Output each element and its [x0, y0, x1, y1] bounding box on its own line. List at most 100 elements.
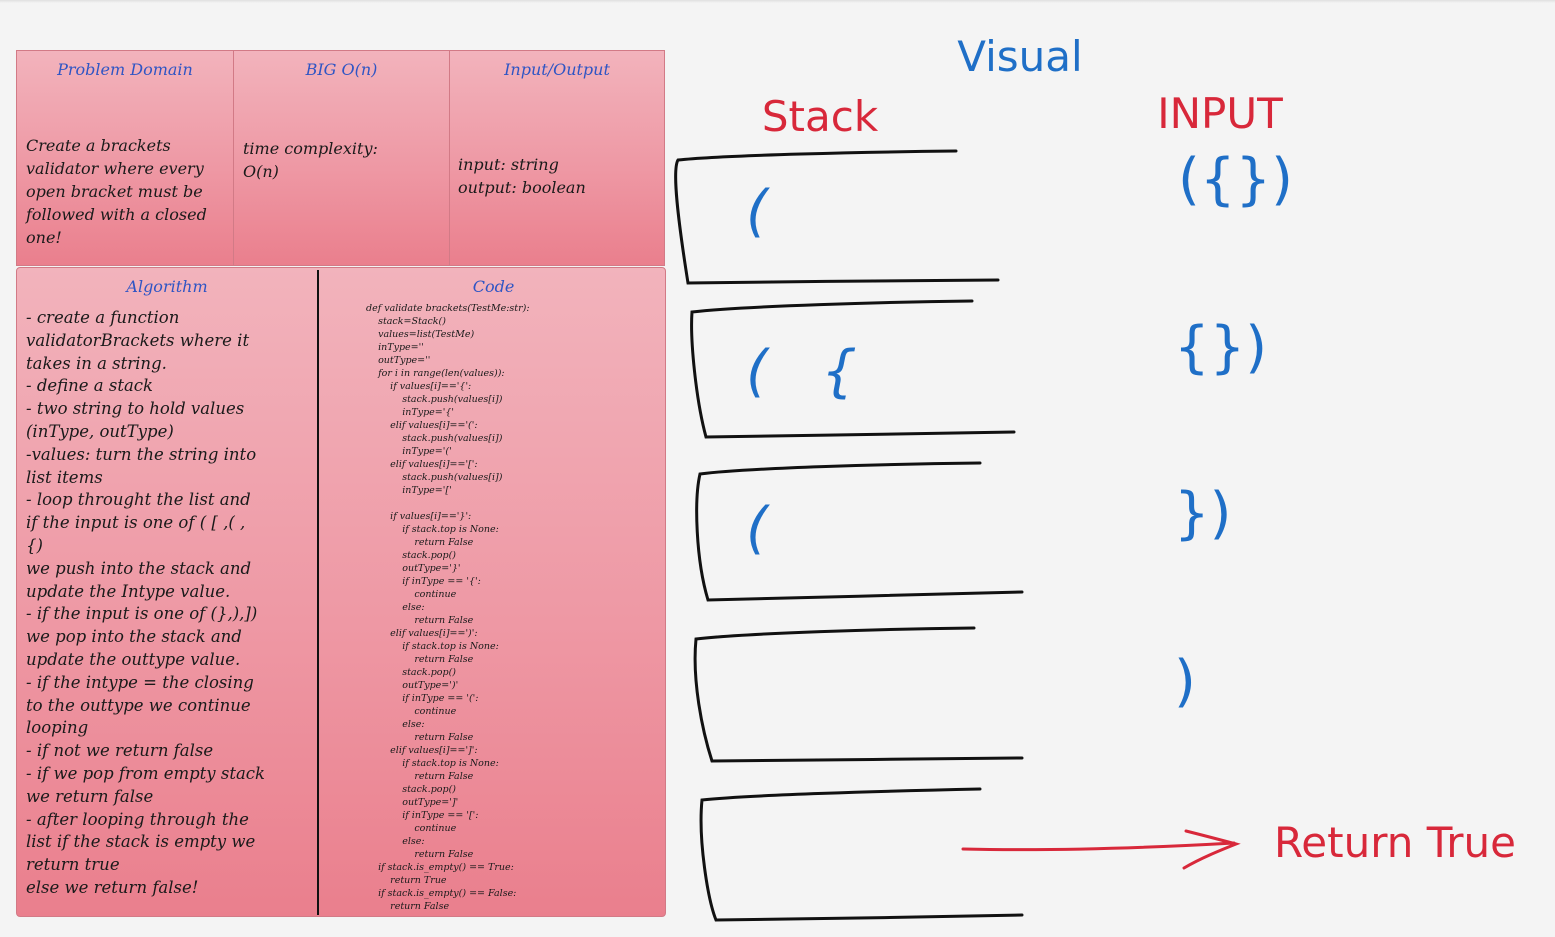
algorithm-line: - if not we return false	[26, 741, 214, 761]
input-output-card: Input/Output input: string output: boole…	[449, 50, 665, 266]
code-line: if inType == '{':	[366, 576, 481, 587]
algorithm-line: we return false	[26, 786, 154, 806]
code-line: return False	[366, 849, 474, 860]
code-line: return False	[366, 901, 450, 912]
code-line: else:	[366, 602, 425, 613]
algorithm-line: - define a stack	[26, 376, 154, 396]
code-line: return False	[366, 537, 474, 548]
code-line: outType=')'	[366, 680, 459, 691]
problem-domain-card: Problem Domain Create a brackets validat…	[16, 50, 234, 266]
input-output-text: input: string output: boolean	[458, 153, 586, 199]
big-o-text: time complexity: O(n)	[243, 137, 378, 183]
algorithm-line: - if the input is one of (},),])	[26, 604, 258, 624]
code-line: continue	[366, 823, 457, 834]
code-line: else:	[366, 836, 425, 847]
code-line: elif values[i]==']':	[366, 745, 478, 756]
code-line: inType='{'	[366, 407, 455, 418]
code-line: outType=']'	[366, 797, 459, 808]
algorithm-line: to the outtype we continue	[26, 695, 251, 715]
algorithm-line: (inType, outType)	[26, 421, 174, 441]
big-o-card: BIG O(n) time complexity: O(n)	[233, 50, 450, 266]
algorithm-line: - if we pop from empty stack	[26, 763, 266, 783]
code-text: def validate brackets(TestMe:str): stack…	[366, 302, 530, 913]
code-line: if stack.is_empty() == False:	[366, 888, 517, 899]
code-line: stack.pop()	[366, 784, 456, 795]
code-line: outType='}'	[366, 563, 461, 574]
code-line: inType='['	[366, 485, 452, 496]
code-line: if stack.is_empty() == True:	[366, 862, 514, 873]
code-line: if values[i]=='}':	[366, 511, 472, 522]
text-line: O(n)	[243, 162, 279, 181]
stack-box-2	[690, 299, 1016, 439]
algorithm-line: update the Intype value.	[26, 581, 231, 601]
code-line: return False	[366, 771, 474, 782]
input-label: INPUT	[1157, 89, 1283, 138]
code-line: continue	[366, 706, 457, 717]
code-line: if values[i]=='{':	[366, 381, 472, 392]
code-line: def validate brackets(TestMe:str):	[366, 303, 530, 314]
algorithm-line: - loop throught the list and	[26, 490, 251, 510]
problem-domain-text: Create a brackets validator where every …	[26, 134, 207, 249]
code-line: if inType == '[':	[366, 810, 479, 821]
text-line: open bracket must be	[26, 182, 203, 201]
input-step-1: ({})	[1178, 147, 1293, 212]
stack-content-3: (	[746, 496, 770, 561]
code-line: return False	[366, 615, 474, 626]
code-line: if stack.top is None:	[366, 641, 499, 652]
input-step-2: {})	[1174, 315, 1267, 380]
algorithm-line: if the input is one of ( [ ,( ,	[26, 513, 246, 533]
code-line: stack.push(values[i])	[366, 394, 503, 405]
algorithm-line: else we return false!	[26, 877, 199, 897]
code-line: for i in range(len(values)):	[366, 368, 505, 379]
code-line: values=list(TestMe)	[366, 329, 475, 340]
stack-content-1: (	[746, 179, 770, 244]
algorithm-line: update the outtype value.	[26, 649, 241, 669]
algorithm-line: we pop into the stack and	[26, 627, 242, 647]
code-line: stack.push(values[i])	[366, 433, 503, 444]
algorithm-line: -values: turn the string into	[26, 444, 257, 464]
algorithm-line: looping	[26, 718, 89, 738]
algorithm-line: list if the stack is empty we	[26, 832, 256, 852]
algorithm-line: - two string to hold values	[26, 399, 245, 419]
input-output-title: Input/Output	[504, 60, 610, 79]
stack-label: Stack	[762, 92, 879, 141]
code-line: if stack.top is None:	[366, 758, 499, 769]
code-line: inType='('	[366, 446, 452, 457]
code-line: if inType == '(':	[366, 693, 479, 704]
stack-content-2: ( {	[746, 339, 857, 404]
algorithm-line: return true	[26, 855, 120, 875]
code-line: inType=''	[366, 342, 424, 353]
algorithm-line: - after looping through the	[26, 809, 249, 829]
code-line: stack=Stack()	[366, 316, 446, 327]
column-divider	[317, 270, 319, 915]
code-line: elif values[i]=='[':	[366, 459, 478, 470]
algorithm-text: - create a function validatorBrackets whe…	[26, 307, 265, 900]
text-line: validator where every	[26, 159, 204, 178]
problem-domain-title: Problem Domain	[57, 60, 193, 79]
text-line: one!	[26, 228, 62, 247]
stack-box-4	[693, 626, 1024, 763]
algorithm-line: takes in a string.	[26, 353, 167, 373]
algorithm-title: Algorithm	[126, 277, 208, 296]
stack-box-1	[674, 149, 1000, 285]
code-line: outType=''	[366, 355, 431, 366]
text-line: followed with a closed	[26, 205, 207, 224]
algorithm-line: - create a function	[26, 308, 180, 327]
big-o-title: BIG O(n)	[305, 60, 378, 79]
result-arrow	[961, 829, 1241, 870]
algorithm-line: validatorBrackets where it	[26, 330, 250, 350]
code-line: stack.push(values[i])	[366, 472, 503, 483]
code-line: elif values[i]==')':	[366, 628, 478, 639]
code-line	[366, 497, 530, 510]
stack-box-5	[699, 787, 1024, 922]
text-line: output: boolean	[458, 178, 586, 197]
code-line: elif values[i]=='(':	[366, 420, 478, 431]
visual-title: Visual	[957, 32, 1082, 81]
code-line: else:	[366, 719, 425, 730]
input-step-3: })	[1174, 481, 1231, 546]
stack-box-3	[695, 461, 1024, 602]
algorithm-line: - if the intype = the closing	[26, 672, 254, 692]
algorithm-line: list items	[26, 467, 103, 487]
code-line: return True	[366, 875, 447, 886]
